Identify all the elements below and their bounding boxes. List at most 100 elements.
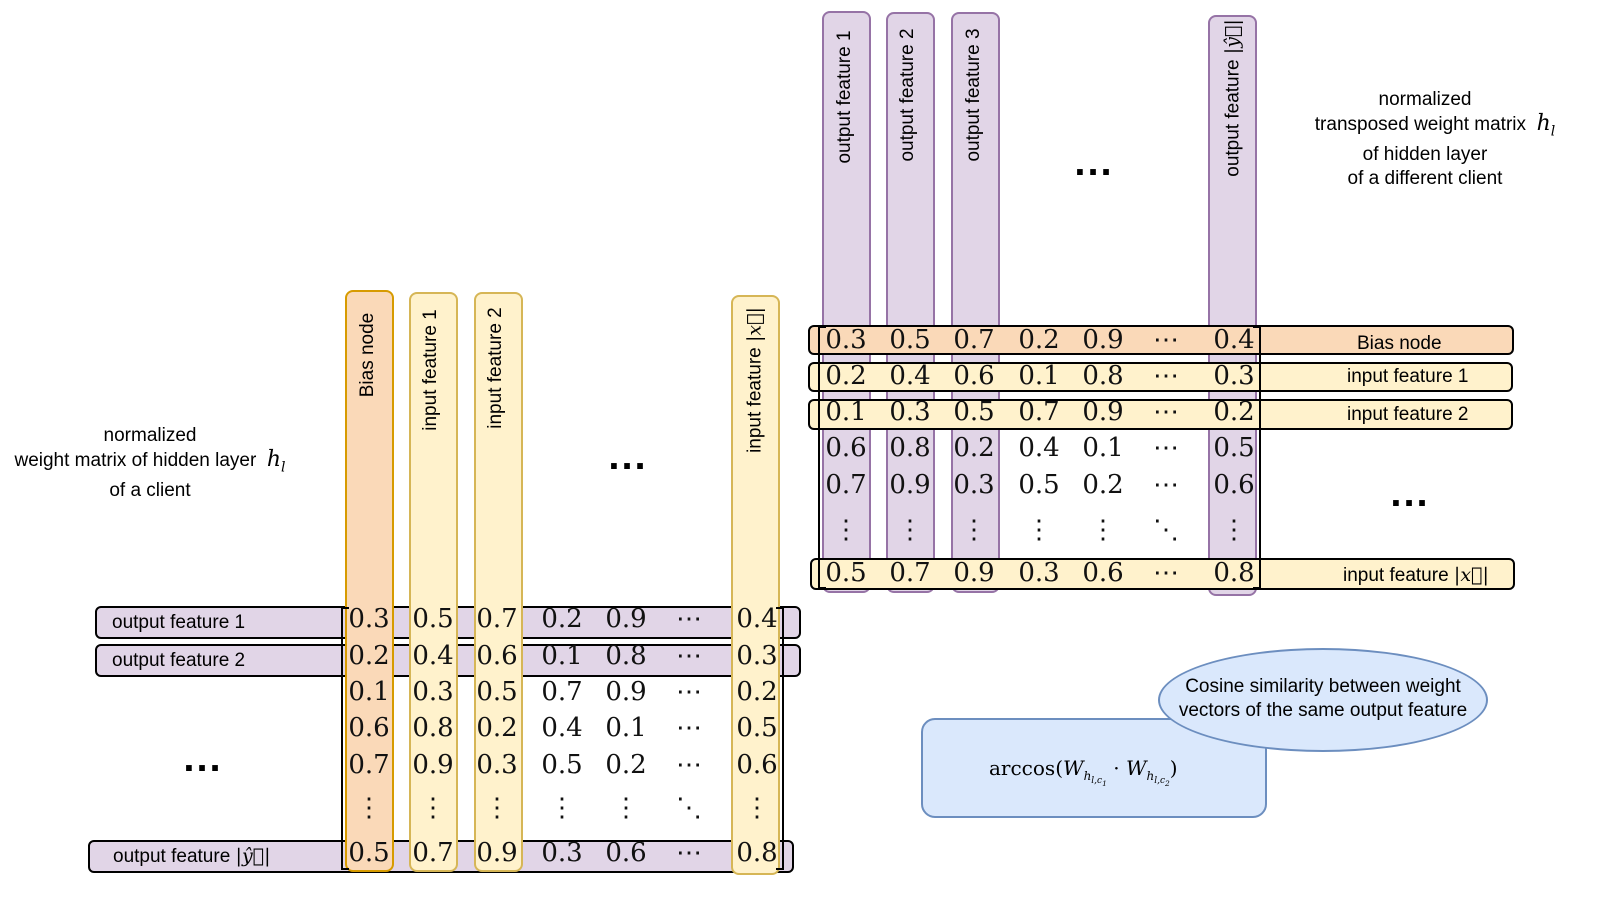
left-cell-r4-c1: 0.6	[348, 713, 390, 743]
right-row-label-input-last-math: |x⃗|	[1453, 564, 1489, 586]
left-cell-r5-c1: 0.7	[348, 750, 390, 780]
left-col-label-input-1: input feature 1	[420, 309, 441, 431]
left-cell-r3-c5: 0.9	[605, 677, 647, 707]
right-col-label-last-math: |ŷ⃗|	[1221, 19, 1244, 55]
right-cell-r7-c1: 0.5	[825, 558, 867, 588]
left-col-bias-node	[345, 290, 394, 872]
left-cell-r4-c2: 0.8	[412, 713, 454, 743]
left-caption-line-3: of a client	[109, 480, 191, 502]
left-cell-r3-c4: 0.7	[541, 677, 583, 707]
formula-dot: ·	[1113, 756, 1120, 780]
left-row-label-1: output feature 1	[112, 612, 246, 633]
left-cell-r6-c5: ⋮	[613, 793, 639, 823]
left-cell-r6-c7: ⋮	[744, 793, 770, 823]
right-caption-line-4: of a different client	[1347, 168, 1503, 190]
left-col-label-input-2: input feature 2	[485, 307, 506, 429]
right-cell-r1-c7: 0.4	[1213, 325, 1255, 355]
left-ellipsis-columns: ...	[608, 434, 648, 478]
right-col-label-2: output feature 2	[897, 28, 918, 162]
left-cell-r5-c5: 0.2	[605, 750, 647, 780]
left-caption-math: hl	[267, 447, 286, 476]
left-cell-r1-c6: ⋯	[676, 604, 702, 634]
right-caption-math-h: h	[1536, 111, 1551, 136]
left-cell-r1-c3: 0.7	[476, 604, 518, 634]
formula-sub-1: hl,c1	[1083, 769, 1107, 789]
right-caption-math: hl	[1536, 111, 1556, 140]
right-cell-r6-c1: ⋮	[833, 515, 859, 545]
right-matrix-bracket-left	[818, 326, 826, 589]
left-cell-r6-c4: ⋮	[549, 793, 575, 823]
right-col-label-3: output feature 3	[963, 28, 984, 162]
right-cell-r7-c2: 0.7	[889, 558, 931, 588]
similarity-bubble-line-2: vectors of the same output feature	[1178, 700, 1468, 721]
left-cell-r6-c1: ⋮	[356, 793, 382, 823]
right-ellipsis-rows: ...	[1390, 471, 1430, 515]
right-cell-r5-c4: 0.5	[1018, 470, 1060, 500]
formula-w2: W	[1125, 756, 1147, 780]
right-caption-line-1: normalized	[1378, 89, 1472, 110]
right-row-input-feature-1	[808, 362, 1513, 392]
left-cell-r7-c5: 0.6	[605, 838, 647, 868]
right-cell-r2-c5: 0.8	[1082, 361, 1124, 391]
right-row-label-input-last-text: input feature	[1343, 565, 1449, 586]
right-cell-r7-c3: 0.9	[953, 558, 995, 588]
left-col-input-feature-2	[474, 292, 523, 872]
right-cell-r7-c7: 0.8	[1213, 558, 1255, 588]
left-caption-line-2-text: weight matrix of hidden layer	[14, 450, 257, 471]
formula-sub-2: hl,c2	[1146, 769, 1170, 789]
left-cell-r1-c7: 0.4	[736, 604, 778, 634]
left-cell-r6-c2: ⋮	[420, 793, 446, 823]
right-cell-r5-c7: 0.6	[1213, 470, 1255, 500]
left-cell-r2-c7: 0.3	[736, 641, 778, 671]
left-cell-r7-c1: 0.5	[348, 838, 390, 868]
left-caption-line-1: normalized	[103, 425, 197, 446]
left-cell-r5-c4: 0.5	[541, 750, 583, 780]
right-cell-r4-c5: 0.1	[1082, 433, 1124, 463]
right-cell-r1-c2: 0.5	[889, 325, 931, 355]
right-caption-math-sub: l	[1550, 123, 1556, 140]
right-row-label-input-last: input feature |x⃗|	[1343, 564, 1489, 587]
similarity-bubble: Cosine similarity between weight vectors…	[1158, 648, 1488, 752]
formula-w1: W	[1063, 756, 1084, 780]
right-cell-r2-c1: 0.2	[825, 361, 867, 391]
right-cell-r6-c6: ⋱	[1153, 515, 1179, 545]
right-cell-r6-c4: ⋮	[1026, 515, 1052, 545]
right-cell-r7-c5: 0.6	[1082, 558, 1124, 588]
right-cell-r5-c2: 0.9	[889, 470, 931, 500]
right-cell-r2-c4: 0.1	[1018, 361, 1060, 391]
left-matrix-bracket-left	[341, 607, 349, 870]
left-cell-r2-c5: 0.8	[605, 641, 647, 671]
right-cell-r4-c3: 0.2	[953, 433, 995, 463]
left-cell-r3-c1: 0.1	[348, 677, 390, 707]
left-row-label-last-text: output feature	[113, 846, 231, 867]
left-cell-r7-c7: 0.8	[736, 838, 778, 868]
right-cell-r5-c6: ⋯	[1153, 470, 1179, 500]
left-cell-r3-c6: ⋯	[676, 677, 702, 707]
left-cell-r3-c3: 0.5	[476, 677, 518, 707]
right-cell-r2-c3: 0.6	[953, 361, 995, 391]
left-cell-r7-c4: 0.3	[541, 838, 583, 868]
left-cell-r7-c2: 0.7	[412, 838, 454, 868]
right-matrix-bracket-right	[1253, 326, 1261, 589]
right-cell-r1-c5: 0.9	[1082, 325, 1124, 355]
formula-arccos: arccos(	[989, 756, 1063, 780]
right-cell-r2-c7: 0.3	[1213, 361, 1255, 391]
right-row-input-feature-2	[808, 399, 1513, 430]
left-caption-math-sub: l	[281, 459, 286, 476]
left-cell-r2-c1: 0.2	[348, 641, 390, 671]
similarity-bubble-line-1: Cosine similarity between weight	[1185, 676, 1461, 697]
right-cell-r2-c6: ⋯	[1153, 361, 1179, 391]
right-row-input-feature-last	[810, 558, 1515, 590]
right-cell-r1-c6: ⋯	[1153, 325, 1179, 355]
right-caption-line-3: of hidden layer	[1362, 144, 1488, 166]
left-col-input-feature-1	[409, 292, 458, 872]
right-cell-r7-c4: 0.3	[1018, 558, 1060, 588]
right-col-output-feature-2	[886, 12, 935, 593]
left-cell-r1-c5: 0.9	[605, 604, 647, 634]
right-cell-r3-c6: ⋯	[1153, 397, 1179, 427]
right-cell-r5-c3: 0.3	[953, 470, 995, 500]
left-cell-r4-c3: 0.2	[476, 713, 518, 743]
left-caption-line-2: weight matrix of hidden layer hl	[0, 448, 300, 479]
left-cell-r7-c3: 0.9	[476, 838, 518, 868]
left-cell-r1-c1: 0.3	[348, 604, 390, 634]
